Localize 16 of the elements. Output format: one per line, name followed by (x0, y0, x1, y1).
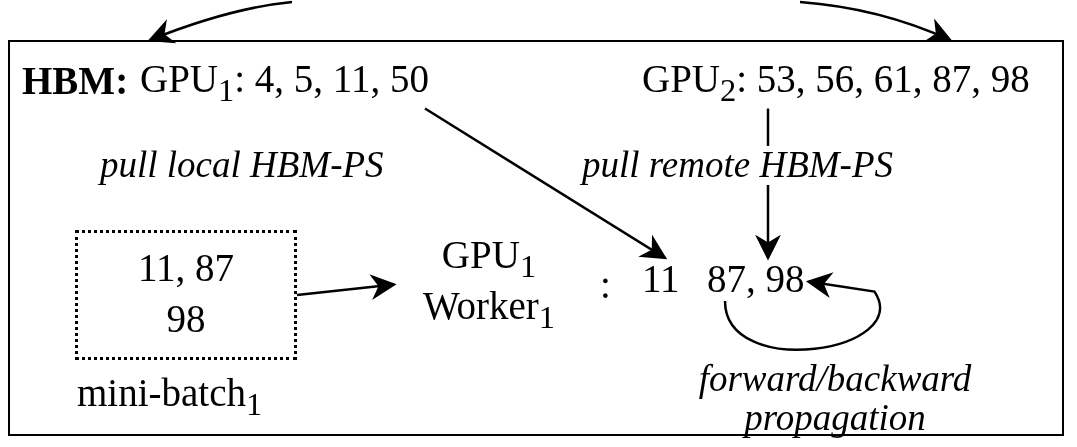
edge-label: pull remote HBM-PS (582, 146, 893, 185)
gpu-key-list: GPU$_{1}$: 4, 5, 11, 50 (140, 58, 429, 109)
arrow (296, 274, 397, 300)
arrow (799, 0, 953, 43)
key-values: 87, 98 (707, 258, 805, 301)
arrow (723, 272, 881, 351)
key-value: 11 (642, 258, 680, 301)
gpu-key-list: GPU$_{2}$: 53, 56, 61, 87, 98 (642, 58, 1030, 109)
arrow (147, 0, 293, 44)
worker-label: GPU$_{1}$ Worker$_{1}$ (394, 234, 584, 336)
arrow (424, 107, 668, 260)
heading: HBM: (22, 60, 129, 103)
separator-text: : (600, 264, 611, 307)
node-label: mini-batch$_{1}$ (77, 372, 263, 423)
edge-label: forward/backward propagation (697, 360, 973, 438)
batch-box: 11, 87 98 (75, 230, 297, 360)
